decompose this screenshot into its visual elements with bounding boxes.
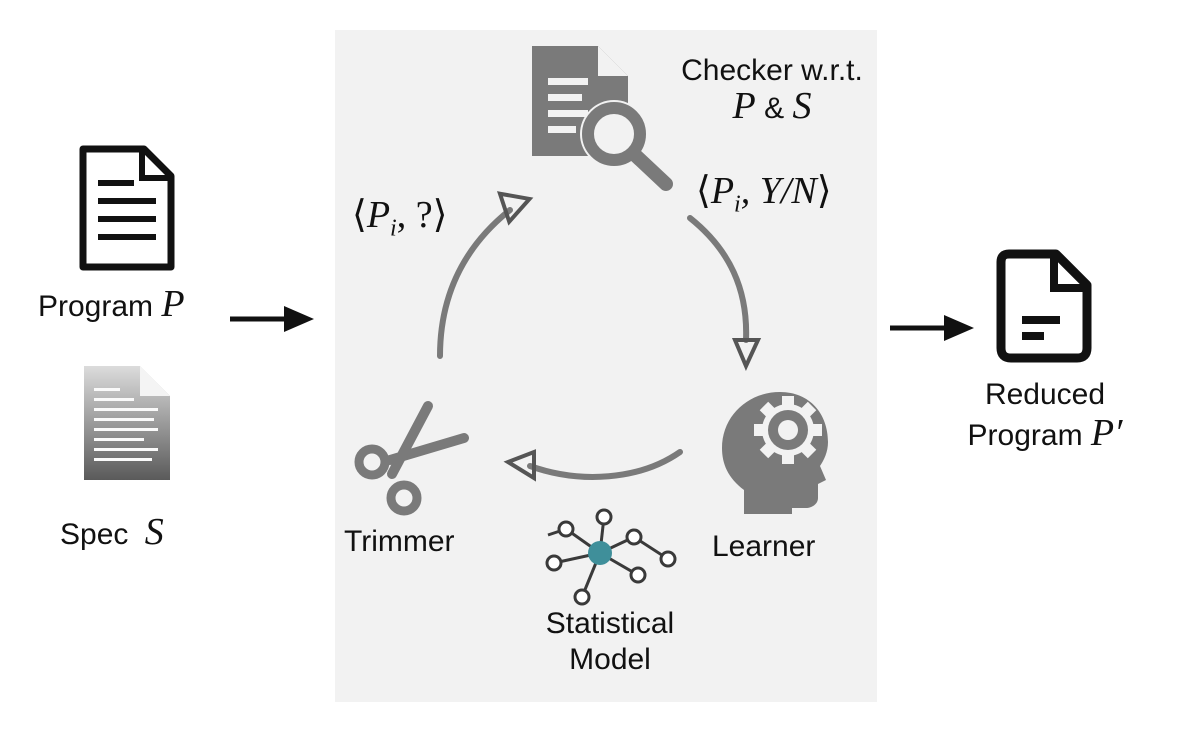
spec-label-text: Spec — [60, 518, 129, 551]
query-var: P — [366, 194, 391, 236]
query-rest: , ? — [396, 194, 433, 236]
query-close: ⟩ — [432, 194, 448, 236]
checker-label-line2: P & S — [656, 84, 888, 128]
checker-symbol-s: S — [792, 85, 812, 127]
checker-label: Checker w.r.t. P & S — [656, 54, 888, 128]
model-label-line1: Statistical — [545, 607, 675, 640]
reduced-program-symbol: P′ — [1090, 412, 1123, 454]
answer-close: ⟩ — [816, 170, 832, 212]
program-label: Program P — [38, 282, 185, 326]
spec-label: Spec S — [60, 510, 164, 554]
answer-message: ⟨Pi, Y/N⟩ — [696, 168, 832, 219]
learner-label: Learner — [712, 530, 816, 563]
reduced-program-label: Reduced Program P′ — [950, 376, 1140, 455]
arrowhead-to-trimmer — [503, 449, 536, 482]
reduced-label-line2: Program P′ — [950, 414, 1140, 455]
program-symbol: P — [161, 283, 185, 325]
arc-trimmer-to-checker — [437, 207, 513, 359]
input-arrow-head — [284, 306, 314, 332]
answer-var: P — [710, 170, 735, 212]
scissors-icon — [354, 401, 469, 516]
spec-symbol: S — [144, 511, 164, 553]
output-arrow-head — [944, 315, 974, 341]
checker-label-line1: Checker w.r.t. — [681, 54, 863, 87]
arrowhead-to-learner — [731, 338, 762, 371]
reduced-label-program: Program — [967, 419, 1083, 452]
network-graph-icon — [545, 508, 677, 606]
model-label: Statistical Model — [522, 606, 698, 678]
query-sub: i — [390, 215, 397, 242]
reduced-document-icon — [996, 249, 1092, 363]
model-label-line2: Model — [569, 643, 651, 676]
checker-amp: & — [764, 92, 785, 125]
query-message: ⟨Pi, ?⟩ — [352, 192, 447, 243]
document-search-icon — [532, 46, 673, 191]
answer-rest: , Y/N — [740, 170, 817, 212]
arc-checker-to-learner — [687, 215, 750, 343]
brain-gear-icon — [722, 392, 828, 514]
checker-symbol-p: P — [732, 85, 756, 127]
arc-learner-to-trimmer — [527, 449, 683, 480]
program-label-text: Program — [38, 290, 154, 323]
reduced-label-line1: Reduced — [984, 378, 1106, 411]
trimmer-label: Trimmer — [344, 525, 455, 558]
arrowhead-to-checker — [496, 191, 534, 226]
answer-sub: i — [734, 191, 741, 218]
answer-open: ⟨ — [696, 170, 711, 212]
document-icon — [79, 145, 175, 271]
query-open: ⟨ — [352, 194, 367, 236]
spec-file-icon — [84, 366, 170, 480]
